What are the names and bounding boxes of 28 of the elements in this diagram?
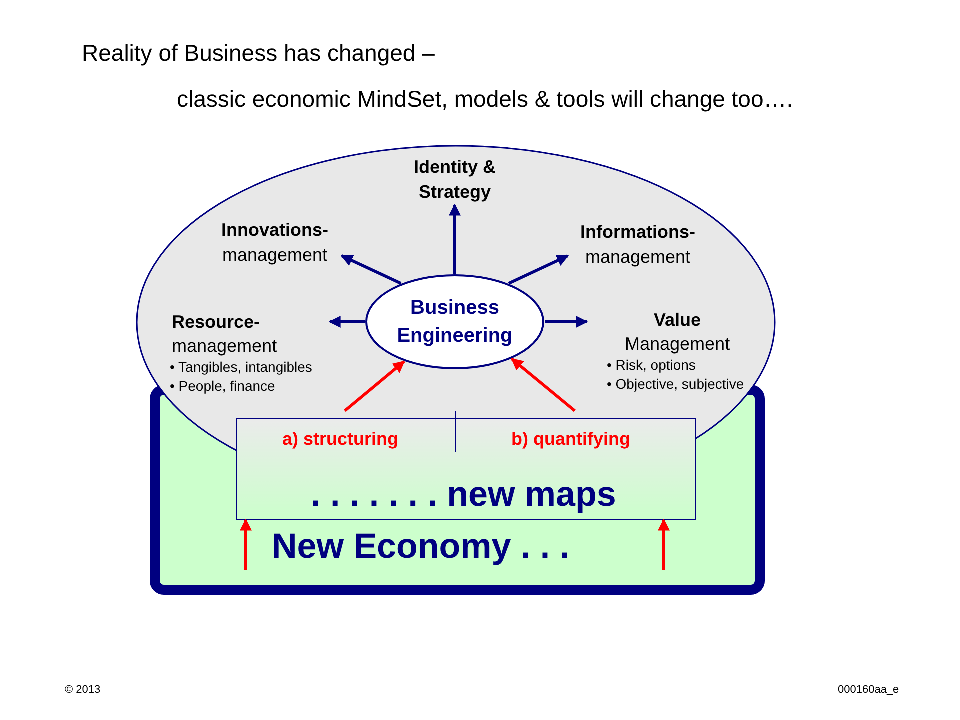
arrow bbox=[344, 360, 406, 412]
bullet-item: • Tangibles, intangibles bbox=[170, 358, 314, 377]
heading-text: Informations- management bbox=[580, 221, 696, 269]
arrow bbox=[449, 204, 461, 274]
arrow bbox=[658, 518, 670, 570]
cell-label: a) structuring bbox=[226, 411, 456, 452]
heading-text: Identity & Strategy bbox=[412, 156, 497, 204]
panel-title: . . . . . . . new maps bbox=[311, 475, 616, 515]
slide-title: Reality of Business has changed – bbox=[82, 40, 435, 67]
oval-label: Business Engineering bbox=[396, 296, 514, 349]
footer-note: © 2013 bbox=[65, 684, 101, 696]
frame-title: New Economy . . . bbox=[272, 527, 570, 567]
document-code: 000160aa_e bbox=[838, 684, 900, 696]
arrow bbox=[545, 316, 588, 328]
subtitle: classic economic MindSet, models & tools will change too…. bbox=[177, 86, 794, 113]
panel-box bbox=[236, 418, 696, 520]
bullet-item: • Objective, subjective bbox=[607, 375, 746, 394]
heading-text: Innovations- management bbox=[222, 219, 328, 267]
heading-text: Value Management bbox=[625, 309, 730, 356]
bullet-item: • Risk, options bbox=[607, 356, 697, 375]
bullet-item: • People, finance bbox=[170, 377, 276, 396]
arrow bbox=[511, 358, 576, 412]
arrow bbox=[240, 518, 252, 570]
arrow bbox=[328, 316, 365, 328]
arrow bbox=[508, 254, 570, 285]
heading-text: Resource- management bbox=[172, 311, 278, 358]
arrow bbox=[340, 254, 402, 285]
cell-label: b) quantifying bbox=[456, 411, 686, 452]
